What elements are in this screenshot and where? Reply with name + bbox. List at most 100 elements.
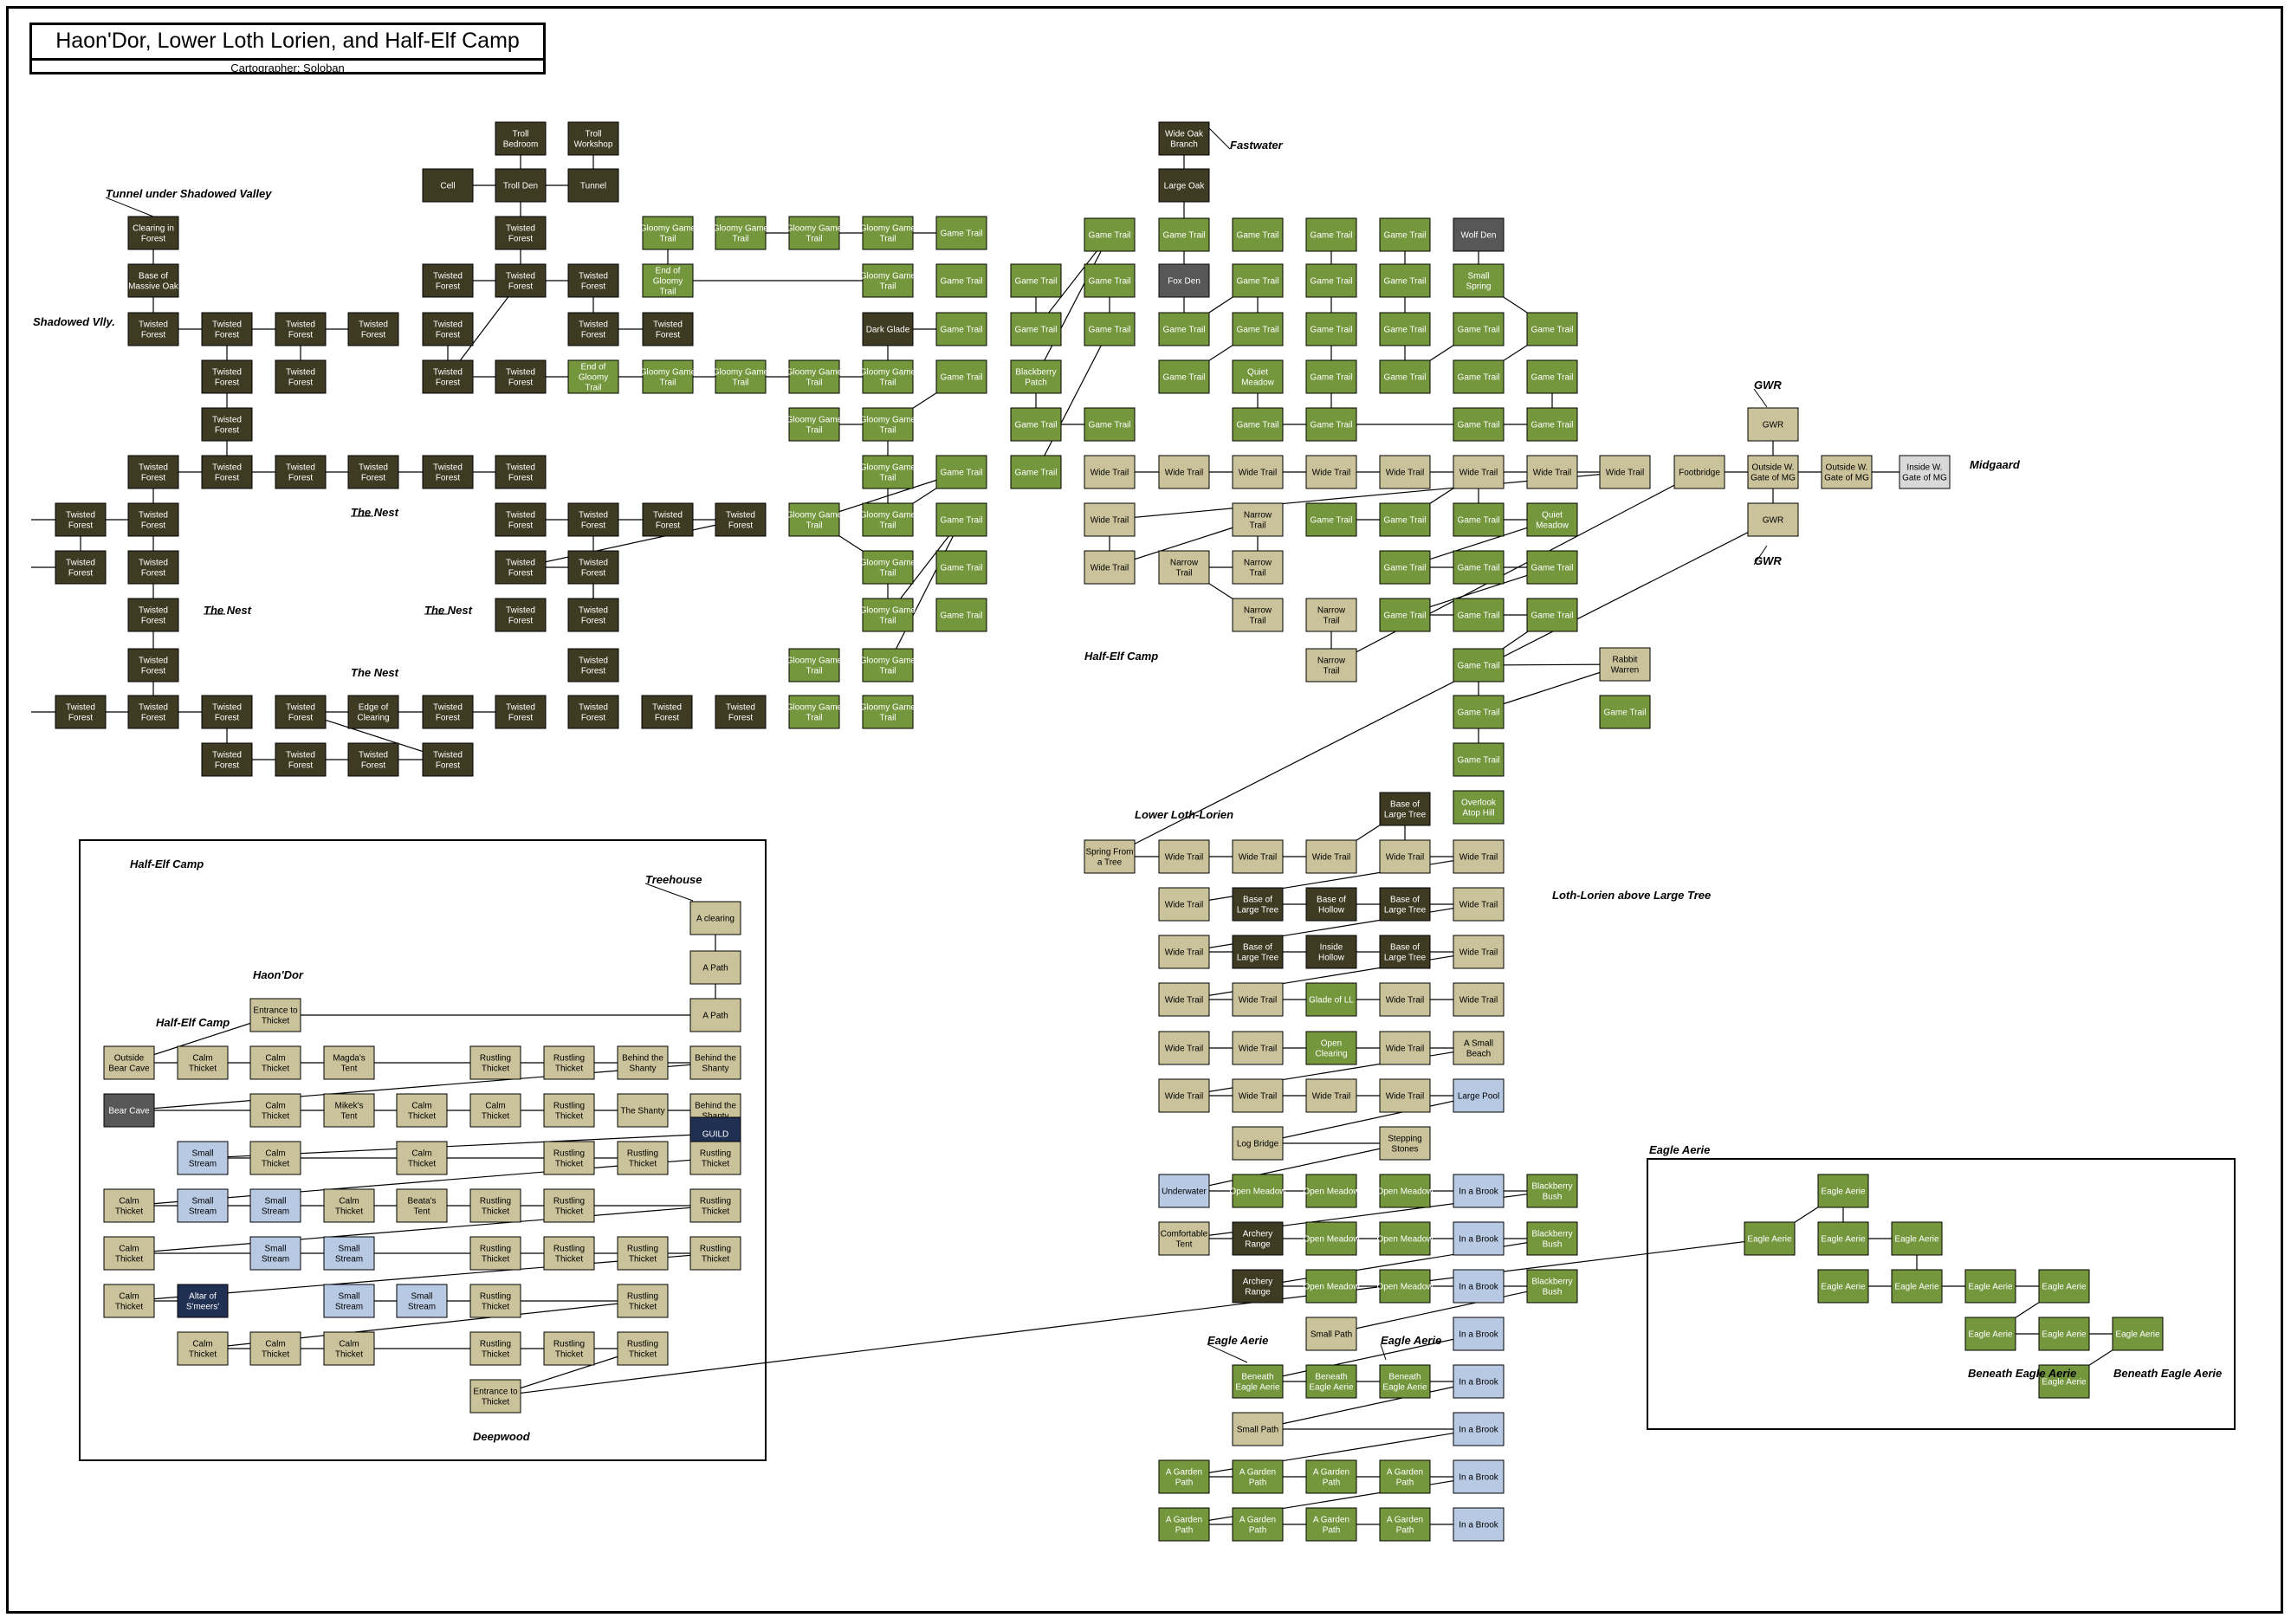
room-308[interactable]: Eagle Aerie [1964, 1269, 2016, 1304]
room-200[interactable]: Wide Trail [1158, 1031, 1210, 1065]
room-101[interactable]: Game Trail [1010, 407, 1062, 442]
room-164[interactable]: Wide Trail [1084, 502, 1136, 537]
room-152[interactable]: Game Trail [1453, 695, 1505, 729]
room-124[interactable]: Game Trail [1379, 263, 1431, 298]
room-307[interactable]: Eagle Aerie [1817, 1269, 1869, 1304]
room-79[interactable]: Game Trail [935, 312, 987, 346]
room-91[interactable]: Game Trail [935, 550, 987, 585]
room-189[interactable]: Wide Trail [1453, 887, 1505, 922]
room-230[interactable]: In a Brook [1453, 1317, 1505, 1351]
room-108[interactable]: Large Oak [1158, 168, 1210, 203]
room-85[interactable]: Game Trail [935, 455, 987, 489]
room-194[interactable]: Wide Trail [1453, 935, 1505, 969]
room-206[interactable]: Wide Trail [1232, 1078, 1284, 1113]
room-104[interactable]: Game Trail [1084, 312, 1136, 346]
room-98[interactable]: Game Trail [1010, 312, 1062, 346]
room-234[interactable]: In a Brook [1453, 1364, 1505, 1399]
room-221[interactable]: Open Meadow [1376, 1221, 1433, 1256]
room-131[interactable]: Game Trail [1453, 359, 1505, 394]
room-208[interactable]: Wide Trail [1379, 1078, 1431, 1113]
room-177[interactable]: GWR [1747, 502, 1799, 537]
room-105[interactable]: Game Trail [1010, 455, 1062, 489]
room-312[interactable]: Eagle Aerie [2112, 1317, 2164, 1351]
room-311[interactable]: Eagle Aerie [2038, 1317, 2090, 1351]
room-290[interactable]: Altar ofS'meers' [177, 1284, 229, 1318]
room-173[interactable]: Outside W.Gate of MG [1747, 455, 1799, 489]
room-115[interactable]: Game Trail [1158, 359, 1210, 394]
room-172[interactable]: Footbridge [1673, 455, 1725, 489]
room-165[interactable]: Wide Trail [1084, 550, 1136, 585]
room-213[interactable]: Open Meadow [1229, 1174, 1286, 1208]
room-111[interactable]: Game Trail [1158, 312, 1210, 346]
room-220[interactable]: Open Meadow [1303, 1221, 1360, 1256]
room-175[interactable]: Inside W.Gate of MG [1899, 455, 1951, 489]
room-142[interactable]: Game Trail [1379, 550, 1431, 585]
room-44[interactable]: Tunnel [567, 168, 619, 203]
room-118[interactable]: Game Trail [1305, 217, 1357, 252]
room-214[interactable]: Open Meadow [1303, 1174, 1360, 1208]
room-146[interactable]: Game Trail [1453, 598, 1505, 632]
room-310[interactable]: Eagle Aerie [1964, 1317, 2016, 1351]
room-222[interactable]: In a Brook [1453, 1221, 1505, 1256]
room-302[interactable]: Eagle Aerie [1744, 1221, 1796, 1256]
room-97[interactable]: Game Trail [1010, 263, 1062, 298]
room-69[interactable]: Game Trail [935, 216, 987, 250]
room-303[interactable]: Eagle Aerie [1817, 1174, 1869, 1208]
room-156[interactable]: Wide Trail [1084, 455, 1136, 489]
room-246[interactable]: In a Brook [1453, 1507, 1505, 1542]
room-43[interactable]: Troll Den [495, 168, 547, 203]
room-305[interactable]: Eagle Aerie [1891, 1221, 1943, 1256]
room-235[interactable]: Small Path [1232, 1412, 1284, 1446]
